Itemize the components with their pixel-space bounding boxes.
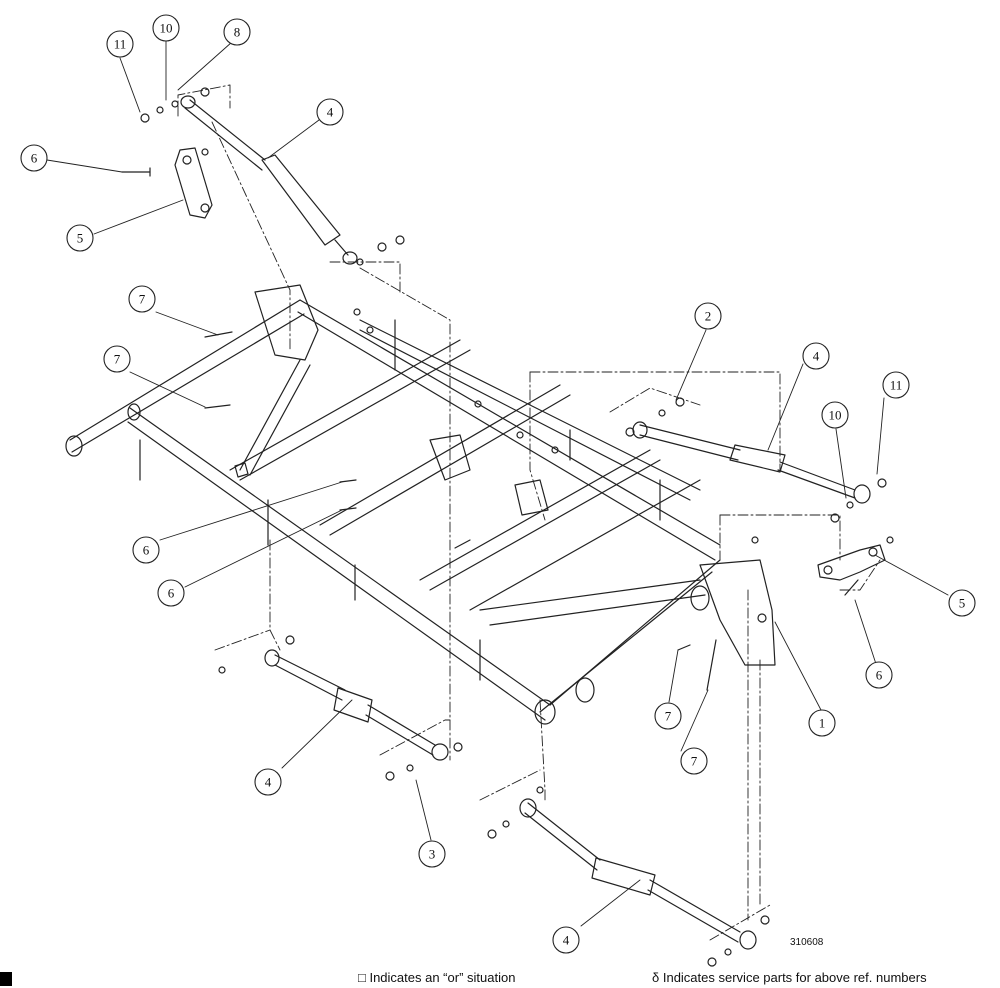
callout-c-2: 2 — [694, 302, 722, 330]
assembly-lines — [177, 84, 881, 941]
callout-circle — [948, 589, 976, 617]
callout-number: 7 — [665, 709, 672, 724]
callout-circle — [654, 702, 682, 730]
callout-c-7-c: 7 — [654, 702, 682, 730]
callout-number: 5 — [77, 231, 84, 246]
callout-circle — [802, 342, 830, 370]
callout-c-6-top: 6 — [20, 144, 48, 172]
callout-circle — [20, 144, 48, 172]
corner-mark — [0, 972, 12, 986]
callout-c-8: 8 — [223, 18, 251, 46]
callout-circle — [694, 302, 722, 330]
cylinder-top — [180, 95, 358, 265]
callout-circle — [808, 709, 836, 737]
callout-circle — [66, 224, 94, 252]
callout-c-4-bottom: 4 — [552, 926, 580, 954]
callout-number: 11 — [114, 37, 127, 52]
callout-c-7-b: 7 — [103, 345, 131, 373]
callout-number: 7 — [114, 352, 121, 367]
callout-c-4-right: 4 — [802, 342, 830, 370]
callout-circle — [254, 768, 282, 796]
callout-number: 6 — [168, 586, 175, 601]
pivot-bracket-right — [817, 544, 886, 581]
callout-number: 6 — [876, 668, 883, 683]
callout-c-6-mid-a: 6 — [132, 536, 160, 564]
callout-circle — [128, 285, 156, 313]
pivot-bracket-top — [174, 147, 213, 219]
callout-number: 11 — [890, 378, 903, 393]
callout-c-10-top: 10 — [152, 14, 180, 42]
callout-c-3: 3 — [418, 840, 446, 868]
legend-or-note: □ Indicates an “or” situation — [358, 970, 516, 985]
callouts: 11 10 8 4 6 5 7 7 2 4 10 11 6 6 5 6 1 7 7 4 3 4 — [20, 14, 976, 954]
callout-circle — [152, 14, 180, 42]
callout-c-4-top: 4 — [316, 98, 344, 126]
callout-c-10-right: 10 — [821, 401, 849, 429]
callout-circle — [106, 30, 134, 58]
callout-number: 3 — [429, 847, 436, 862]
callout-circle — [132, 536, 160, 564]
callout-c-7-a: 7 — [128, 285, 156, 313]
callout-number: 10 — [160, 21, 173, 36]
callout-c-11-top: 11 — [106, 30, 134, 58]
callout-c-11-right: 11 — [882, 371, 910, 399]
callout-circle — [552, 926, 580, 954]
callout-number: 4 — [327, 105, 334, 120]
cylinder-left — [264, 649, 449, 761]
callout-circle — [882, 371, 910, 399]
callout-number: 6 — [31, 151, 38, 166]
callout-c-5-right: 5 — [948, 589, 976, 617]
callout-circle — [418, 840, 446, 868]
callout-circle — [821, 401, 849, 429]
callout-number: 10 — [829, 408, 842, 423]
callout-number: 6 — [143, 543, 150, 558]
callout-c-7-d: 7 — [680, 747, 708, 775]
mounting-brackets — [234, 284, 776, 666]
callout-number: 7 — [691, 754, 698, 769]
cylinder-right — [632, 421, 871, 504]
callout-c-1: 1 — [808, 709, 836, 737]
callout-circle — [316, 98, 344, 126]
callout-number: 2 — [705, 309, 712, 324]
callout-c-6-right: 6 — [865, 661, 893, 689]
legend-service-note: δ Indicates service parts for above ref.… — [652, 970, 927, 985]
callout-number: 5 — [959, 596, 966, 611]
callout-c-6-mid-b: 6 — [157, 579, 185, 607]
callout-number: 1 — [819, 716, 826, 731]
callout-number: 8 — [234, 25, 241, 40]
main-frame — [65, 299, 721, 725]
callout-number: 4 — [265, 775, 272, 790]
callout-c-5-top: 5 — [66, 224, 94, 252]
leader-lines — [46, 39, 949, 927]
callout-number: 7 — [139, 292, 146, 307]
callout-circle — [103, 345, 131, 373]
callout-circle — [680, 747, 708, 775]
callout-number: 4 — [563, 933, 570, 948]
hardware — [121, 87, 894, 967]
callout-circle — [223, 18, 251, 46]
callout-circle — [157, 579, 185, 607]
callout-circle — [865, 661, 893, 689]
callout-number: 4 — [813, 349, 820, 364]
cylinder-bottom — [519, 798, 757, 950]
callout-c-4-left: 4 — [254, 768, 282, 796]
figure-id-label: 310608 — [790, 937, 824, 948]
